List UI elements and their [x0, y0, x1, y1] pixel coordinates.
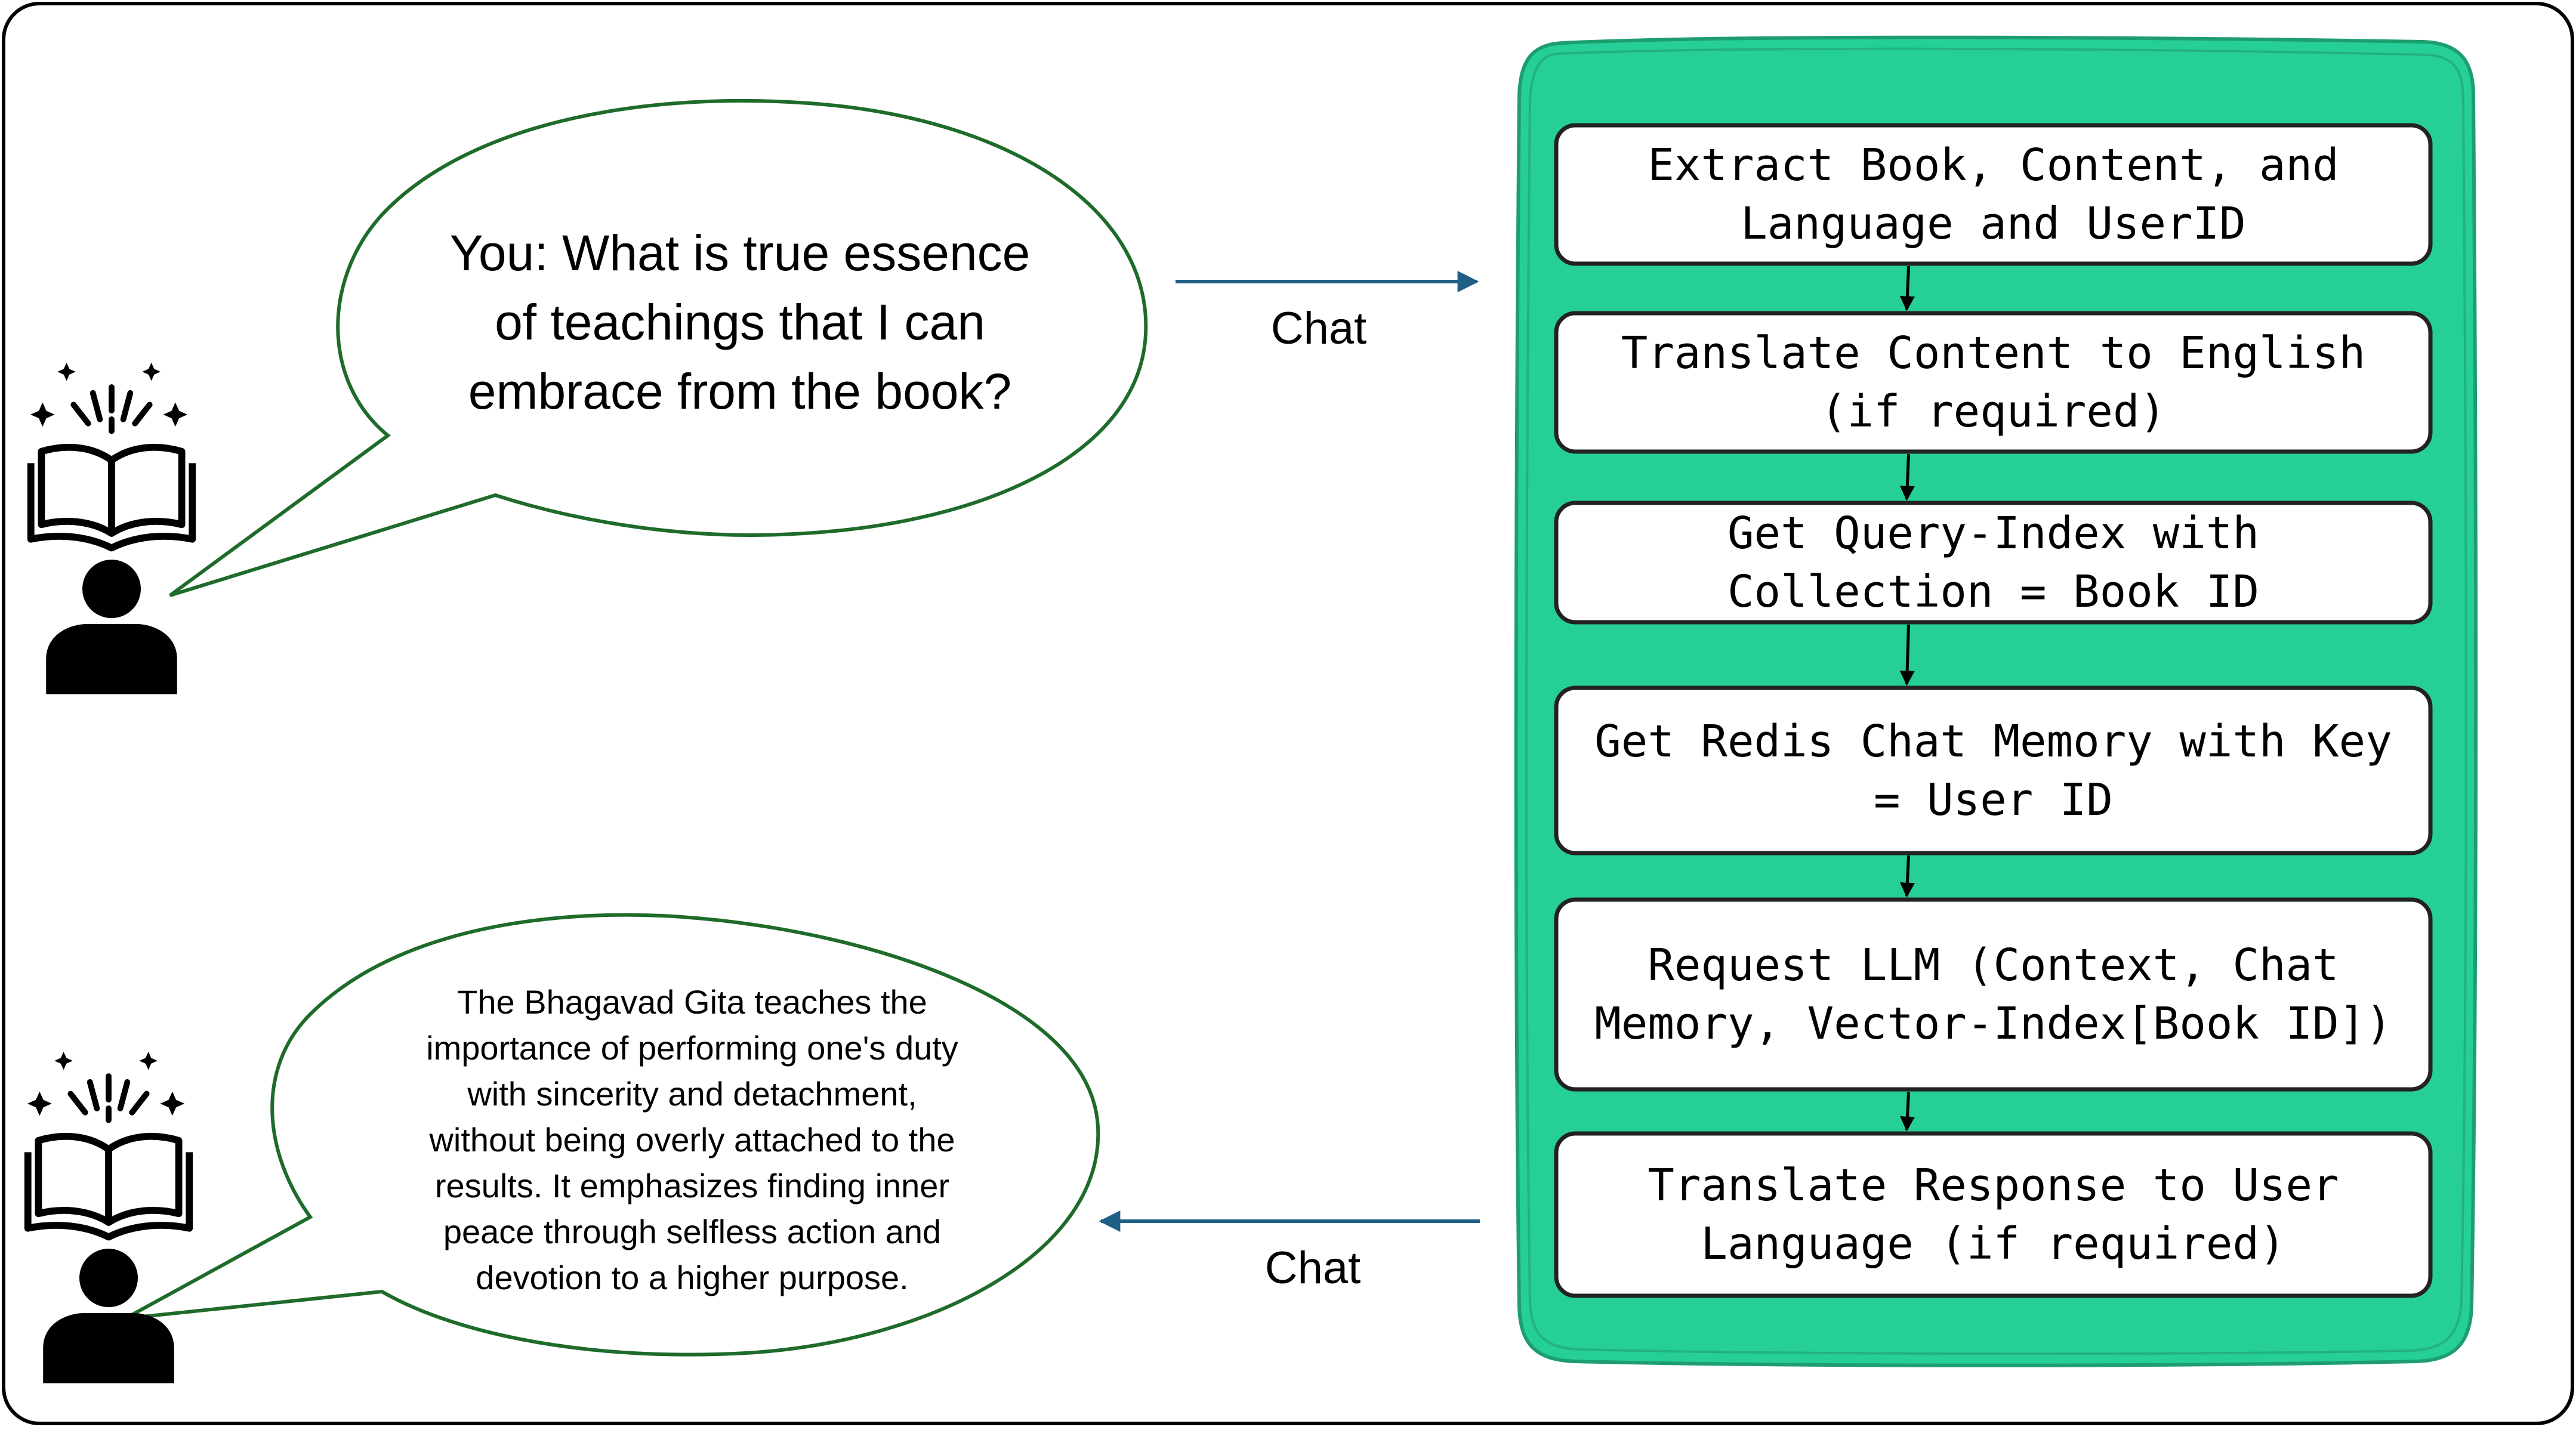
pipeline-step-arrow [1899, 624, 1915, 686]
pipeline-step-box [1554, 501, 2433, 625]
pipeline-step-arrow [1900, 1091, 1915, 1132]
pipeline-step-box [1554, 897, 2433, 1092]
pipeline-step-label: Get Redis Chat Memory with Key = User ID [1594, 715, 2392, 826]
pipeline-step-arrow [1899, 453, 1915, 501]
user-question-text: You: What is true essence of teachings t… [449, 225, 1031, 419]
pipeline-step-arrow [1899, 265, 1915, 311]
chat-response-label: Chat [1264, 1242, 1361, 1293]
pipeline-step-arrow [1900, 855, 1915, 898]
question-bubble [169, 98, 1148, 597]
pipeline-step-label: Translate Content to English (if require… [1621, 328, 2366, 437]
pipeline-step-label: Request LLM (Context, Chat Memory, Vecto… [1594, 940, 2392, 1049]
pipeline-step-box [1554, 123, 2433, 266]
pipeline-step-label: Get Query-Index with Collection = Book I… [1727, 508, 2260, 617]
pipeline-step-box [1554, 1131, 2433, 1298]
pipeline-step-box [1554, 311, 2433, 454]
pipeline-step-box [1554, 685, 2433, 855]
pipeline-step-label: Translate Response to User Language (if … [1648, 1160, 2339, 1270]
answer-bubble [124, 913, 1100, 1357]
pipeline-steps [1554, 123, 2433, 1298]
pipeline-step-arrows [1899, 265, 1915, 1132]
pipeline-step-label: Extract Book, Content, and Language and … [1648, 140, 2339, 249]
bot-answer-text: The Bhagavad Gita teaches the importance… [426, 983, 958, 1296]
chat-request-label: Chat [1270, 302, 1367, 354]
